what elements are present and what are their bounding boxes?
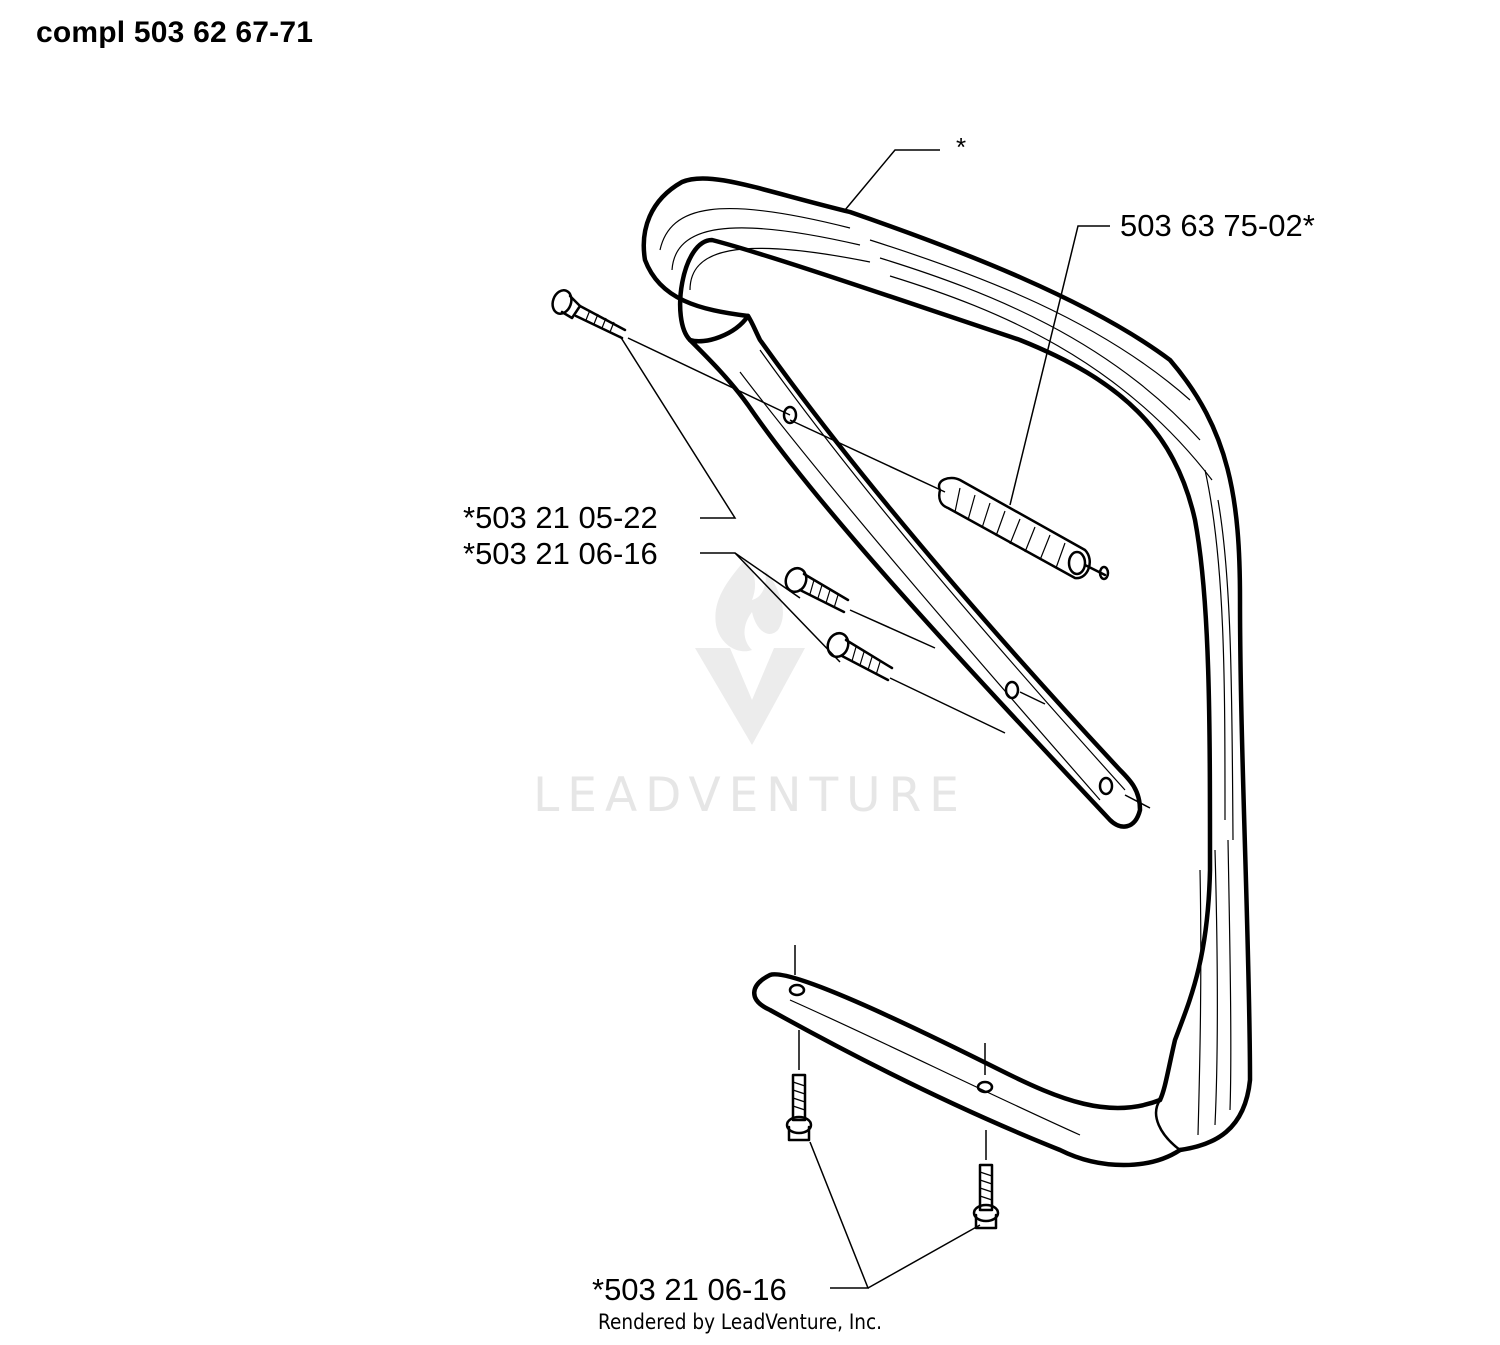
screw-top-left (551, 289, 627, 340)
label-screw-part-number-c: *503 21 06-16 (592, 1272, 787, 1307)
handle-foot (752, 945, 1183, 1168)
leader-lines (619, 149, 1110, 1289)
watermark-text: LEADVENTURE (533, 768, 967, 823)
anti-vibration-spring (937, 476, 1110, 581)
screw-mid-upper (784, 566, 850, 614)
render-credit: Rendered by LeadVenture, Inc. (598, 1310, 883, 1334)
screw-mid-lower (826, 631, 894, 682)
screw-bottom-left (785, 1030, 813, 1142)
label-screw-part-number-a: *503 21 05-22 (463, 500, 658, 535)
screw-bottom-right (972, 1130, 1000, 1230)
handle-brace (687, 313, 1151, 829)
label-handle-asterisk: * (956, 132, 967, 162)
label-anti-vibration-part-number: 503 63 75-02* (1120, 208, 1315, 243)
label-screw-part-number-b: *503 21 06-16 (463, 536, 658, 571)
front-handle-bar (641, 176, 1253, 1153)
diagram-title: compl 503 62 67-71 (36, 16, 314, 49)
